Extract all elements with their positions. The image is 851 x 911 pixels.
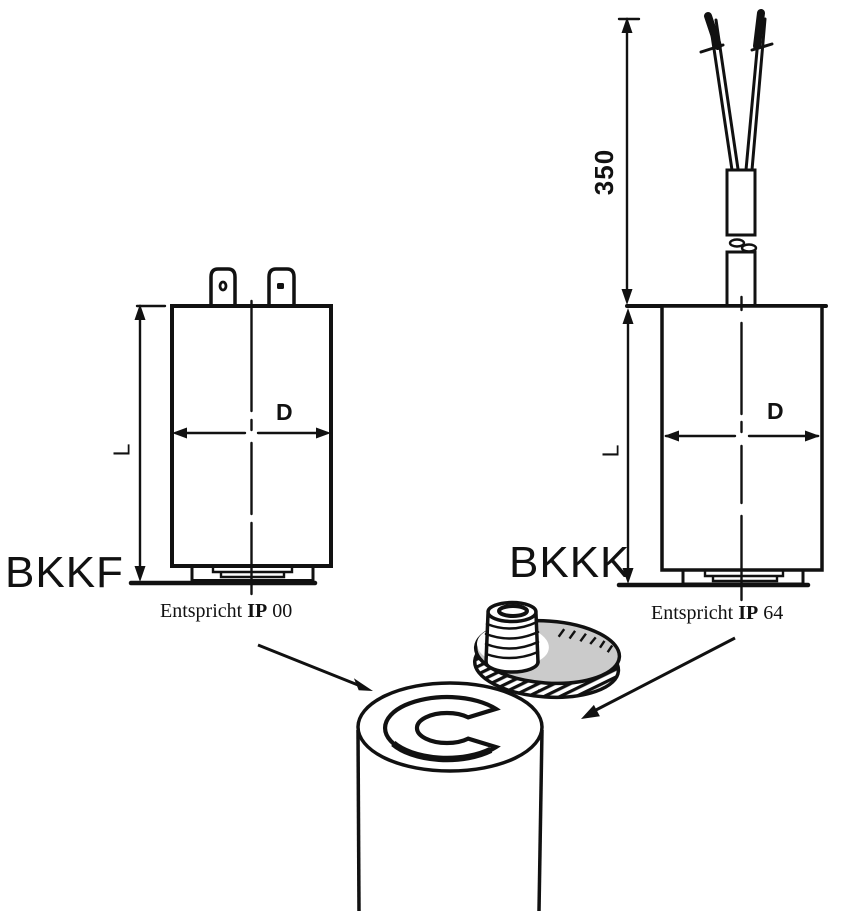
bkkf-capacitor-drawing bbox=[128, 267, 333, 596]
bkkk-caption: Entspricht IP 64 bbox=[651, 603, 783, 623]
bkkk-dim-350-label: 350 bbox=[589, 148, 619, 196]
bkkf-caption-ip: IP bbox=[247, 600, 268, 622]
bkkk-arrowheads bbox=[621, 17, 820, 584]
bkkk-caption-num: 64 bbox=[763, 602, 784, 624]
flange-knurl-ticks bbox=[557, 628, 614, 653]
bkkf-arrowheads bbox=[134, 304, 331, 582]
bkkf-base bbox=[190, 565, 315, 583]
bkkf-caption-num: 00 bbox=[272, 600, 293, 622]
mounting-pole bbox=[356, 681, 544, 911]
pointer-arrow-right bbox=[581, 636, 736, 719]
terminal-tabs bbox=[209, 267, 296, 309]
pointer-arrow-left bbox=[257, 643, 373, 691]
bkkk-dim-l-label: L bbox=[597, 444, 624, 458]
cable-wires bbox=[699, 9, 774, 172]
bkkk-label: BKKK bbox=[509, 538, 631, 587]
bkkk-caption-word: Entspricht bbox=[651, 602, 734, 624]
bkkk-capacitor-drawing bbox=[616, 9, 828, 602]
cable-sheath bbox=[725, 168, 758, 308]
bkkf-caption-word: Entspricht bbox=[160, 600, 243, 622]
thread-lines bbox=[484, 620, 540, 660]
c-slot-shadow bbox=[391, 740, 493, 763]
bkkk-dimensions bbox=[617, 17, 820, 571]
bkkf-caption: Entspricht IP 00 bbox=[160, 601, 292, 621]
bkkf-dim-l-label: L bbox=[108, 443, 135, 457]
threaded-stud bbox=[484, 600, 540, 674]
bkkf-label: BKKF bbox=[5, 548, 124, 597]
bkkk-dim-d-label: D bbox=[767, 398, 784, 424]
bkkf-dimensions bbox=[135, 304, 329, 570]
bkkk-caption-ip: IP bbox=[738, 602, 759, 624]
bkkf-dim-d-label: D bbox=[276, 399, 293, 425]
